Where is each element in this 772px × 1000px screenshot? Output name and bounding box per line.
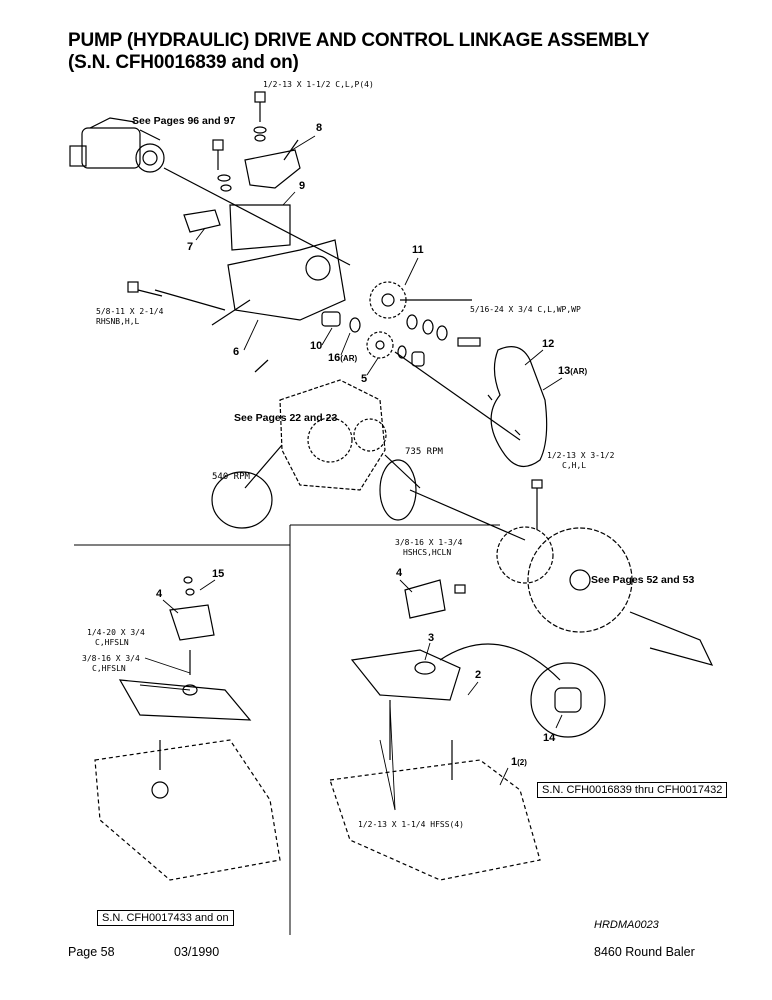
serial-range-box-a: S.N. CFH0016839 thru CFH0017432 — [537, 782, 728, 798]
leader-lines — [139, 135, 563, 811]
bracket-8 — [244, 149, 301, 189]
speed-735: 735 RPM — [405, 447, 443, 457]
bolt-left — [127, 281, 226, 311]
rotation-540-arrow — [211, 471, 273, 529]
spec-bolt-left-line2: RHSNB,H,L — [96, 317, 140, 326]
callout-3: 3 — [428, 632, 435, 644]
callout-4-right: 4 — [396, 567, 403, 579]
callout-5: 5 — [361, 373, 368, 385]
callout-1: 1(2) — [511, 756, 527, 768]
spec-inset-b-line2: C,HFSLN — [92, 664, 126, 673]
speed-540: 540 RPM — [212, 472, 250, 482]
title-line-2: (S.N. CFH0016839 and on) — [68, 52, 299, 73]
callout-16: 16(AR) — [328, 352, 358, 364]
bushing-14 — [554, 687, 582, 713]
callout-14: 14 — [543, 732, 556, 744]
spec-bolt-pulley-line2: C,H,L — [562, 461, 587, 470]
gearbox — [244, 379, 421, 491]
callout-7: 7 — [187, 241, 194, 253]
ref-pages-22-23: See Pages 22 and 23 — [234, 412, 338, 424]
callout-8: 8 — [316, 122, 323, 134]
inset-right-assembly — [329, 579, 606, 881]
callout-10: 10 — [310, 340, 323, 352]
spec-inset-b-line1: 3/8-16 X 3/4 — [82, 654, 140, 663]
ref-pages-52-53: See Pages 52 and 53 — [591, 574, 695, 586]
callout-13-qualifier: (AR) — [570, 367, 588, 376]
spec-bolt-center-line2: HSHCS,HCLN — [403, 548, 452, 557]
spacer-10 — [321, 311, 341, 327]
chain-12 — [490, 346, 548, 467]
mount-bracket-6 — [227, 239, 346, 321]
callout-6: 6 — [233, 346, 240, 358]
spec-bolt-pulley-line1: 1/2-13 X 3-1/2 — [547, 451, 615, 460]
top-bolts — [212, 91, 267, 192]
spec-inset-a-line1: 1/4-20 X 3/4 — [87, 628, 145, 637]
ref-pages-96-97: See Pages 96 and 97 — [132, 115, 236, 127]
sprocket-5 — [366, 331, 394, 359]
pulley-sprocket — [496, 479, 714, 666]
callout-1-qualifier: (2) — [517, 758, 527, 767]
callout-2: 2 — [475, 669, 482, 681]
callout-9: 9 — [299, 180, 306, 192]
spec-bolt-right: 5/16-24 X 3/4 C,L,WP,WP — [470, 305, 581, 314]
plate-9 — [229, 204, 291, 251]
callout-4-left: 4 — [156, 588, 163, 600]
footer-model: 8460 Round Baler — [594, 945, 695, 959]
spec-inset-a-line2: C,HFSLN — [95, 638, 129, 647]
callout-12: 12 — [542, 338, 555, 350]
callout-16-qualifier: (AR) — [340, 354, 358, 363]
spec-bolt-left-line1: 5/8-11 X 2-1/4 — [96, 307, 164, 316]
bracket-7 — [183, 209, 221, 233]
title-line-1: PUMP (HYDRAULIC) DRIVE AND CONTROL LINKA… — [68, 30, 650, 51]
inset-left-assembly — [94, 576, 281, 881]
spec-bolt-center-line1: 3/8-16 X 1-3/4 — [395, 538, 463, 547]
footer-date: 03/1990 — [174, 945, 220, 959]
callout-11: 11 — [412, 244, 424, 256]
spec-bolt-top: 1/2-13 X 1-1/2 C,L,P(4) — [263, 80, 374, 89]
callout-13: 13(AR) — [558, 365, 588, 377]
bolt-right — [457, 337, 481, 347]
footer-page: Page 58 — [68, 945, 115, 959]
drawing-code: HRDMA0023 — [594, 919, 659, 931]
hydraulic-pump — [69, 117, 165, 173]
serial-range-box-b: S.N. CFH0017433 and on — [97, 910, 234, 926]
page-title: PUMP (HYDRAULIC) DRIVE AND CONTROL LINKA… — [68, 30, 649, 74]
pump-shaft-line — [163, 167, 351, 266]
callout-15: 15 — [212, 568, 225, 580]
rotation-735-arrow — [379, 459, 417, 521]
spec-bolt-bottom: 1/2-13 X 1-1/4 HFSS(4) — [358, 820, 464, 829]
